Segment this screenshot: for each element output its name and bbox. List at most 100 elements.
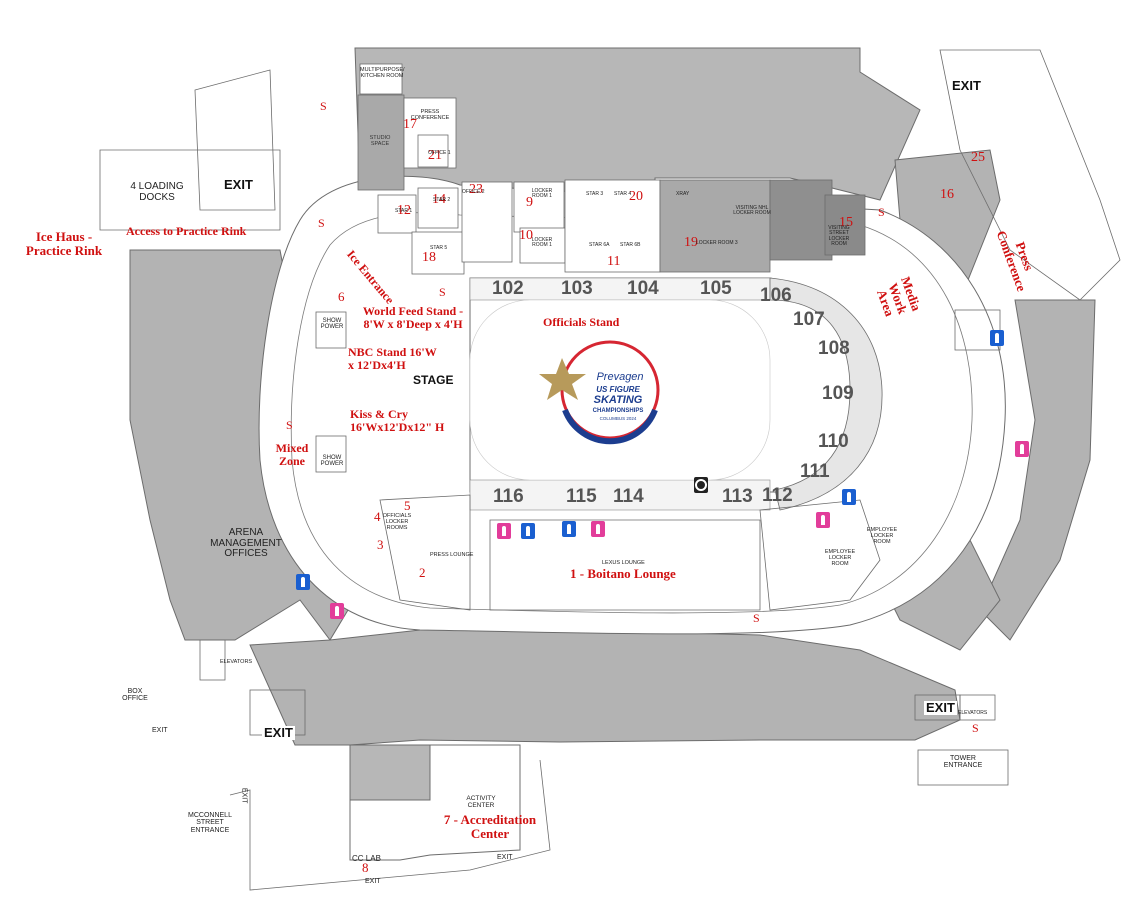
wheelchair-accessible-icon bbox=[694, 477, 708, 493]
elevators-2-label: ELEVATORS bbox=[958, 710, 988, 716]
small-exit-2: EXIT bbox=[240, 787, 248, 804]
room-4: 4 bbox=[374, 509, 381, 524]
mixed-zone-label: Mixed Zone bbox=[275, 441, 309, 468]
visiting-nhl-label: VISITING NHL LOCKER ROOM bbox=[733, 205, 771, 217]
seating-bowl bbox=[469, 277, 883, 511]
room-18: 18 bbox=[422, 250, 436, 265]
officials-stand-label: Officials Stand bbox=[543, 315, 620, 329]
star6a-label: STAR 6A bbox=[589, 242, 610, 248]
lexus-lounge-label: LEXUS LOUNGE bbox=[602, 560, 645, 566]
womens-restroom-icon bbox=[816, 512, 830, 528]
room-21: 21 bbox=[428, 148, 442, 163]
section-106: 106 bbox=[760, 285, 792, 306]
section-109: 109 bbox=[822, 383, 854, 404]
employee-locker-1-label: EMPLOYEE LOCKER ROOM bbox=[866, 527, 898, 545]
press-lounge-label: PRESS LOUNGE bbox=[430, 552, 474, 558]
star2-label: STAR 2 bbox=[433, 197, 451, 203]
star5-label: STAR 5 bbox=[430, 245, 448, 251]
s-marker-5: S bbox=[878, 205, 885, 219]
visiting-street-label: VISITING STREET LOCKER ROOM bbox=[828, 225, 850, 247]
section-116: 116 bbox=[493, 486, 524, 507]
small-exit-1: EXIT bbox=[152, 727, 168, 734]
exit-top-left: EXIT bbox=[222, 177, 255, 192]
s-marker-4: S bbox=[286, 418, 293, 432]
multipurpose-label: MULTIPURPOSE/ KITCHEN ROOM bbox=[360, 67, 405, 79]
mens-restroom-icon bbox=[296, 574, 310, 590]
section-104: 104 bbox=[627, 278, 659, 299]
cc-lab-label: CC LAB bbox=[352, 854, 381, 863]
accreditation-label: 7 - Accreditation Center bbox=[443, 812, 537, 841]
small-exit-4: EXIT bbox=[497, 854, 513, 861]
star1-label: STAR 1 bbox=[395, 208, 413, 214]
room-23: 23 bbox=[469, 182, 483, 197]
locker1-label: LOCKER ROOM 1 bbox=[531, 188, 553, 200]
small-exit-3: EXIT bbox=[365, 878, 381, 885]
access-practice-label: Access to Practice Rink bbox=[126, 224, 247, 238]
arena-mgmt-label: ARENA MANAGEMENT OFFICES bbox=[210, 527, 282, 559]
stage-label: STAGE bbox=[413, 373, 454, 387]
section-114: 114 bbox=[613, 486, 644, 507]
room-14: 14 bbox=[432, 192, 446, 207]
activity-center-label: ACTIVITY CENTER bbox=[466, 795, 496, 809]
room-17: 17 bbox=[403, 117, 417, 132]
womens-restroom-icon bbox=[1015, 441, 1029, 457]
room-10: 10 bbox=[519, 228, 533, 243]
xray-label: XRAY bbox=[676, 191, 690, 197]
room-15: 15 bbox=[839, 215, 853, 230]
championship-logo: Prevagen US FIGURE SKATING CHAMPIONSHIPS… bbox=[539, 340, 660, 445]
world-feed-label: World Feed Stand - 8'W x 8'Deep x 4'H bbox=[362, 304, 464, 331]
detail-outlines bbox=[99, 49, 1121, 891]
room-3: 3 bbox=[377, 537, 384, 552]
s-marker-1: S bbox=[320, 99, 327, 113]
exit-bottom-right: EXIT bbox=[924, 700, 957, 715]
logo-line3: CHAMPIONSHIPS bbox=[593, 408, 644, 414]
section-110: 110 bbox=[818, 431, 849, 452]
room-blocks bbox=[357, 63, 866, 275]
logo-star-icon bbox=[539, 358, 586, 400]
office1-label: OFFICE 1 bbox=[428, 150, 451, 156]
mens-restroom-icon bbox=[842, 489, 856, 505]
locker3-label: LOCKER ROOM 3 bbox=[696, 240, 738, 246]
elevators-1-label: ELEVATORS bbox=[220, 659, 253, 665]
logo-line4: COLUMBUS 2024 bbox=[600, 416, 637, 421]
womens-restroom-icon bbox=[497, 523, 511, 539]
s-marker-7: S bbox=[972, 721, 979, 735]
s-marker-6: S bbox=[753, 611, 760, 625]
boitano-lounge-label: 1 - Boitano Lounge bbox=[570, 566, 676, 581]
press-conference-room-label: PRESS CONFERENCE bbox=[410, 109, 450, 121]
mcconnell-label: MCCONNELL STREET ENTRANCE bbox=[188, 812, 232, 834]
s-marker-2: S bbox=[318, 216, 325, 230]
room-16: 16 bbox=[940, 187, 954, 202]
room-11: 11 bbox=[607, 254, 621, 269]
loading-docks-label: 4 LOADING DOCKS bbox=[130, 181, 184, 203]
logo-brand: Prevagen bbox=[596, 371, 643, 383]
studio-label: STUDIO SPACE bbox=[369, 135, 391, 147]
room-25: 25 bbox=[971, 150, 985, 165]
officials-locker-label: OFFICIALS LOCKER ROOMS bbox=[382, 513, 412, 531]
kiss-cry-label: Kiss & Cry 16'Wx12'Dx12" H bbox=[350, 407, 445, 434]
section-108: 108 bbox=[818, 338, 850, 359]
room-9: 9 bbox=[526, 195, 533, 210]
nbc-stand-label: NBC Stand 16'W x 12'Dx4'H bbox=[348, 345, 437, 372]
section-105: 105 bbox=[700, 278, 732, 299]
room-5: 5 bbox=[404, 498, 411, 513]
room-12: 12 bbox=[397, 203, 411, 218]
room-8: 8 bbox=[362, 860, 369, 875]
section-107: 107 bbox=[793, 309, 825, 330]
office2-label: OFFICE 2 bbox=[462, 189, 485, 195]
exit-top-right: EXIT bbox=[950, 78, 983, 93]
employee-locker-2-label: EMPLOYEE LOCKER ROOM bbox=[824, 549, 856, 567]
section-115: 115 bbox=[566, 486, 597, 507]
logo-line1: US FIGURE bbox=[596, 385, 640, 394]
room-6: 6 bbox=[338, 289, 345, 304]
womens-restroom-icon bbox=[330, 603, 344, 619]
room-19: 19 bbox=[684, 235, 698, 250]
room-2: 2 bbox=[419, 565, 426, 580]
mens-restroom-icon bbox=[562, 521, 576, 537]
star4-label: STAR 4 bbox=[614, 191, 632, 197]
star6b-label: STAR 6B bbox=[620, 242, 641, 248]
mens-restroom-icon bbox=[990, 330, 1004, 346]
section-102: 102 bbox=[492, 278, 524, 299]
womens-restroom-icon bbox=[591, 521, 605, 537]
section-113: 113 bbox=[722, 486, 753, 507]
